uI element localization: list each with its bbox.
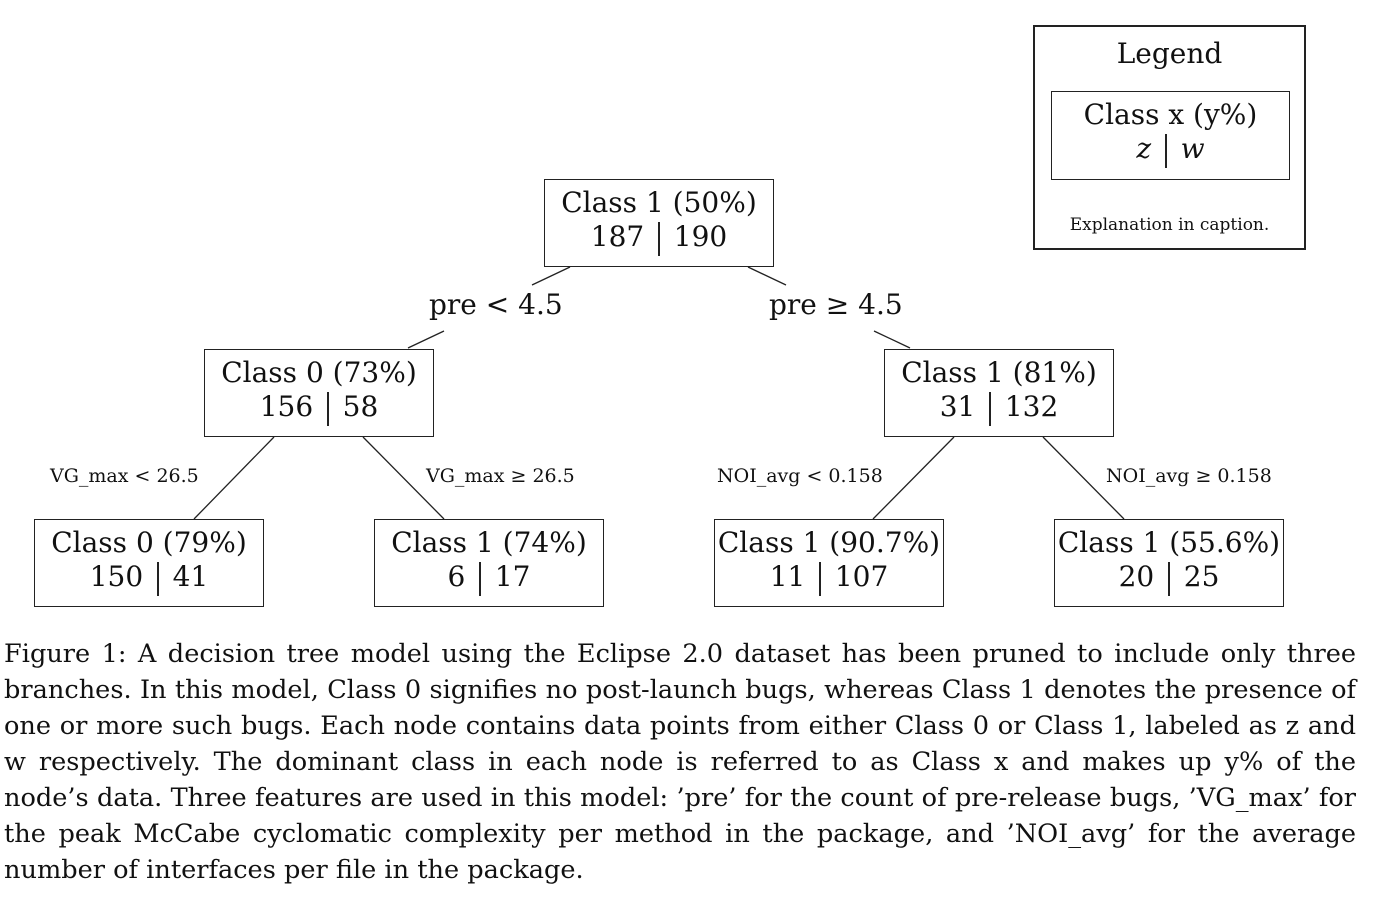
node-label: Class 1 (55.6%) xyxy=(1057,526,1281,559)
node-counts: 11 107 xyxy=(715,560,943,596)
edge-root-right-upper xyxy=(747,266,787,286)
edge-root-left-upper xyxy=(531,266,571,286)
node-counts: 150 41 xyxy=(35,560,263,596)
node-counts: 6 17 xyxy=(375,560,603,596)
node-label: Class 1 (74%) xyxy=(391,526,587,559)
edge-label-left-right: VG_max ≥ 26.5 xyxy=(426,465,575,487)
count-separator xyxy=(1168,561,1170,596)
legend-node-label: Class x (y%) xyxy=(1083,98,1258,131)
node-leaf-lr: Class 1 (74%) 6 17 xyxy=(374,519,604,607)
count-class-0: 150 xyxy=(89,560,144,593)
count-class-1: 17 xyxy=(494,560,531,593)
count-separator xyxy=(989,391,991,426)
node-leaf-ll: Class 0 (79%) 150 41 xyxy=(34,519,264,607)
count-separator xyxy=(658,221,660,256)
node-label: Class 1 (81%) xyxy=(901,356,1097,389)
count-class-1: 41 xyxy=(172,560,209,593)
edge-label-right-right: NOI_avg ≥ 0.158 xyxy=(1106,465,1272,487)
node-right: Class 1 (81%) 31 132 xyxy=(884,349,1114,437)
legend-title: Legend xyxy=(1116,37,1223,70)
edge-label-root-right: pre ≥ 4.5 xyxy=(769,288,903,321)
tree-edges xyxy=(193,266,1125,520)
count-class-1: 190 xyxy=(673,220,728,253)
count-class-0: 156 xyxy=(259,390,314,423)
legend-note: Explanation in caption. xyxy=(1069,215,1270,235)
count-class-1: 58 xyxy=(342,390,379,423)
legend-symbol-w: w xyxy=(1180,132,1205,165)
node-leaf-rl: Class 1 (90.7%) 11 107 xyxy=(714,519,944,607)
edge-left-leaflr xyxy=(362,436,445,520)
edge-right-leafrr xyxy=(1042,436,1125,520)
edge-root-left-lower xyxy=(407,330,445,349)
count-class-0: 20 xyxy=(1118,560,1155,593)
count-class-0: 187 xyxy=(590,220,645,253)
decision-tree-diagram: Class 1 (50%) 187 190 pre < 4.5 pre ≥ 4.5… xyxy=(34,25,1306,607)
node-label: Class 1 (90.7%) xyxy=(717,526,941,559)
count-class-0: 6 xyxy=(447,560,466,593)
figure-caption: Figure 1: A decision tree model using th… xyxy=(4,639,1356,885)
node-label: Class 0 (73%) xyxy=(221,356,417,389)
node-label: Class 0 (79%) xyxy=(51,526,247,559)
node-counts: 156 58 xyxy=(205,390,433,426)
count-class-0: 31 xyxy=(939,390,976,423)
edge-left-leafll xyxy=(193,436,275,520)
count-separator xyxy=(327,391,329,426)
count-class-0: 11 xyxy=(769,560,806,593)
legend-separator xyxy=(1165,133,1167,168)
count-separator xyxy=(819,561,821,596)
count-class-1: 25 xyxy=(1183,560,1220,593)
legend-symbol-z: z xyxy=(1136,132,1152,165)
count-class-1: 132 xyxy=(1004,390,1059,423)
node-counts: 187 190 xyxy=(545,220,773,256)
count-separator xyxy=(157,561,159,596)
node-left: Class 0 (73%) 156 58 xyxy=(204,349,434,437)
node-label: Class 1 (50%) xyxy=(561,186,757,219)
edge-label-right-left: NOI_avg < 0.158 xyxy=(717,465,883,487)
edge-root-right-lower xyxy=(873,330,911,349)
node-root: Class 1 (50%) 187 190 xyxy=(544,179,774,267)
count-separator xyxy=(479,561,481,596)
count-class-1: 107 xyxy=(834,560,889,593)
node-counts: 31 132 xyxy=(885,390,1113,426)
edge-label-left-left: VG_max < 26.5 xyxy=(50,465,199,487)
edge-right-leafrl xyxy=(872,436,955,520)
edge-label-root-left: pre < 4.5 xyxy=(429,288,563,321)
